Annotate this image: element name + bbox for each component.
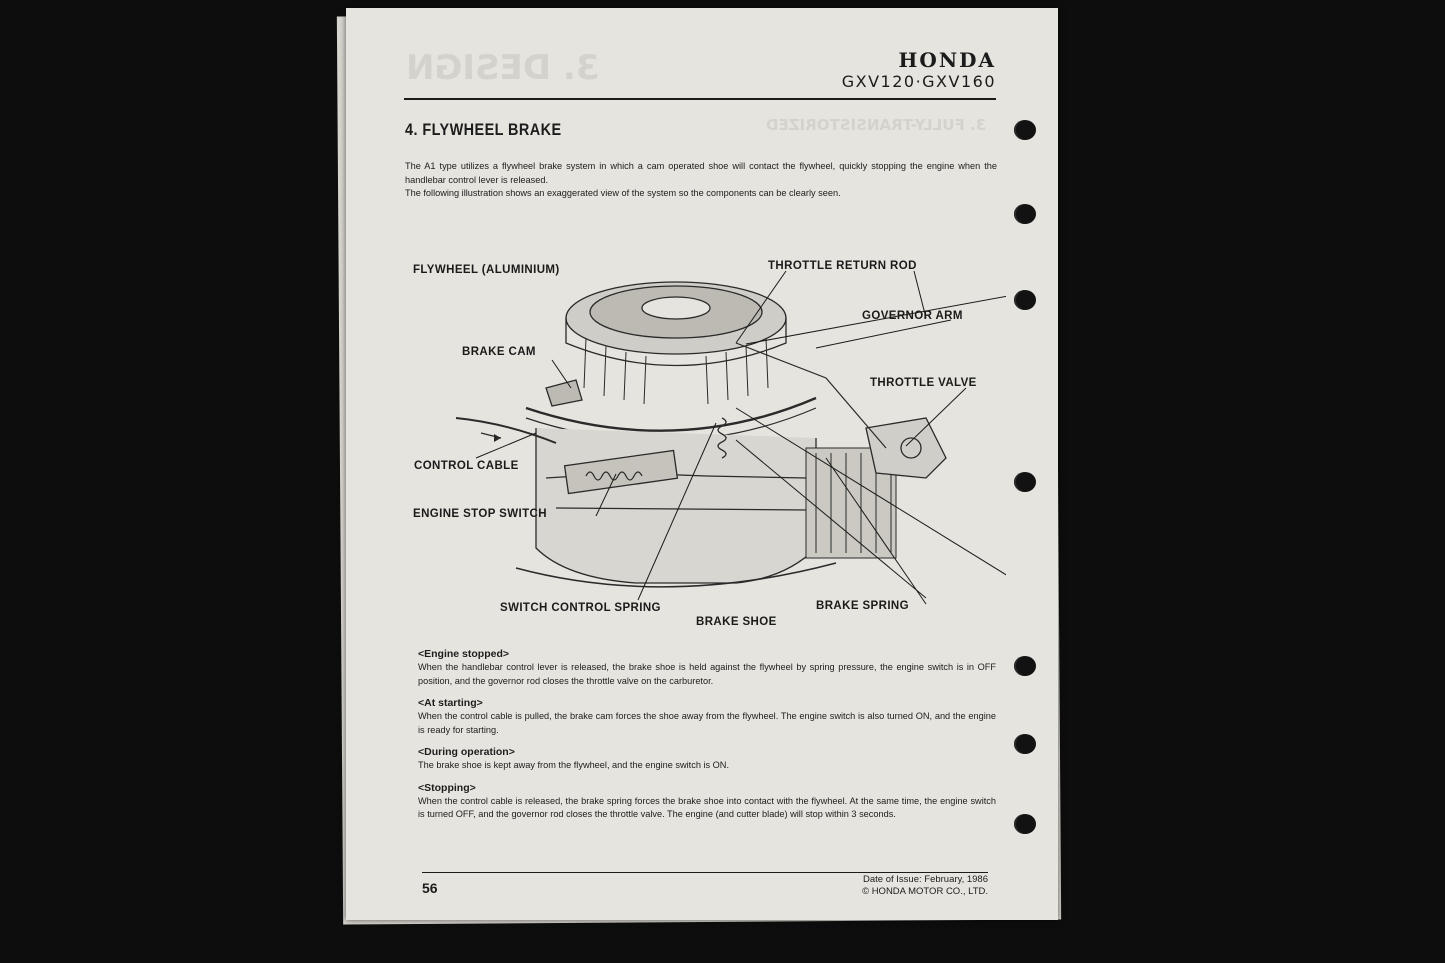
intro-text: The A1 type utilizes a flywheel brake sy… [405,160,997,201]
state-engine-stopped: <Engine stopped> When the handlebar cont… [418,648,996,688]
page-number: 56 [422,880,438,896]
state-body: The brake shoe is kept away from the fly… [418,760,729,770]
date-of-issue: Date of Issue: February, 1986 [863,874,988,885]
state-title: <During operation> [418,746,515,758]
bleed-through-text: 3. FULLY-TRANSISTORIZED [766,116,987,134]
label-control-cable: CONTROL CABLE [414,460,519,472]
state-title: <Stopping> [418,781,476,794]
engine-illustration [455,270,1058,608]
binder-hole [1014,290,1036,310]
intro-paragraph: The A1 type utilizes a flywheel brake sy… [405,161,997,185]
state-body: When the control cable is released, the … [418,795,996,820]
label-throttle-return-rod: THROTTLE RETURN ROD [768,260,917,272]
label-governor-arm: GOVERNOR ARM [862,310,963,322]
state-body: When the handlebar control lever is rele… [418,662,996,686]
manual-page: 3. DESIGN 3. FULLY-TRANSISTORIZED HONDA … [346,8,1058,920]
state-during-operation: <During operation> The brake shoe is kep… [418,746,996,773]
state-at-starting: <At starting> When the control cable is … [418,697,996,737]
state-body: When the control cable is pulled, the br… [418,711,996,735]
footer-rule [422,872,988,873]
bleed-through-heading: 3. DESIGN [406,48,600,88]
binder-hole [1014,814,1036,834]
intro-paragraph: The following illustration shows an exag… [405,188,841,198]
flywheel-brake-diagram: FLYWHEEL (ALUMINIUM) THROTTLE RETURN ROD… [406,248,1058,648]
honda-logo: HONDA [898,48,996,72]
label-brake-spring: BRAKE SPRING [816,600,909,612]
binder-hole [1014,204,1036,224]
state-title: <Engine stopped> [418,648,510,660]
label-engine-stop-switch: ENGINE STOP SWITCH [413,508,547,520]
label-brake-cam: BRAKE CAM [462,346,536,358]
label-throttle-valve: THROTTLE VALVE [870,377,977,389]
operation-states: <Engine stopped> When the handlebar cont… [418,648,996,831]
binder-hole [1014,656,1036,676]
issue-info: Date of Issue: February, 1986 © HONDA MO… [862,874,988,898]
label-brake-shoe: BRAKE SHOE [696,616,777,628]
label-flywheel: FLYWHEEL (ALUMINIUM) [413,264,560,276]
header-rule [404,98,996,100]
binder-hole [1014,472,1036,492]
section-title: 4. FLYWHEEL BRAKE [405,120,562,139]
model-name: GXV120·GXV160 [841,72,996,91]
label-switch-control-spring: SWITCH CONTROL SPRING [500,602,661,614]
binder-hole [1014,120,1036,140]
binder-hole [1014,734,1036,754]
state-title: <At starting> [418,697,483,709]
state-stopping: <Stopping> When the control cable is rel… [418,782,996,822]
copyright: © HONDA MOTOR CO., LTD. [862,886,988,897]
